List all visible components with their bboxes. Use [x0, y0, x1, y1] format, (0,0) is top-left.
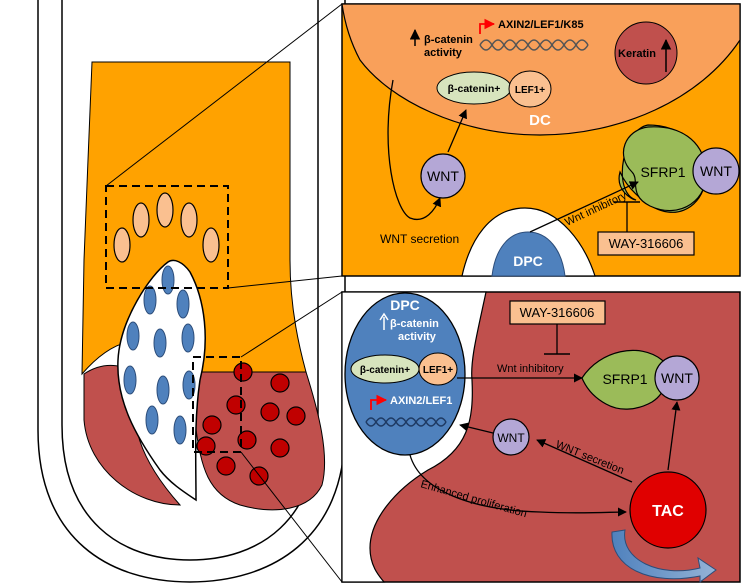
- connector-line: [105, 3, 343, 187]
- dc-cells: [113, 192, 220, 263]
- dna-helix-icon: [479, 39, 589, 51]
- gene-promoter-arrow-icon: [479, 18, 496, 34]
- proliferation-arrow: [409, 454, 627, 517]
- keratin-label: Keratin: [618, 48, 656, 60]
- wnt-bound-node: [654, 355, 700, 401]
- wnt-to-beta-catenin-arrow: [447, 109, 467, 153]
- outer-root-sheath-line: [37, 0, 346, 583]
- wnt-node: [420, 153, 466, 199]
- gene-promoter-arrow-icon: [370, 394, 388, 410]
- gene-label: AXIN2/LEF1: [390, 395, 452, 407]
- dc-label: DC: [529, 112, 551, 129]
- wnt-inhibitory-arrow: [529, 181, 639, 233]
- wnt-bound-label: WNT: [700, 163, 732, 179]
- tac-cell: [629, 471, 707, 549]
- keratin-circle: [614, 21, 678, 85]
- bottom-panel: DPC β-catenin activity β-catenin+ LEF1+ …: [341, 291, 741, 583]
- zoom-box-dc: [105, 185, 229, 289]
- wnt-to-dpc-arrow: [459, 422, 494, 434]
- wnt-small-label: WNT: [497, 431, 525, 445]
- hair-bulb-right: [194, 371, 326, 511]
- sfrp1-label: SFRP1: [602, 371, 647, 387]
- dpc-label: DPC: [390, 297, 420, 313]
- gene-label: AXIN2/LEF1/K85: [498, 19, 584, 31]
- lef1-label: LEF1+: [423, 365, 453, 376]
- connector-line: [240, 291, 343, 358]
- lef1-node: [418, 352, 458, 386]
- way-label: WAY-316606: [520, 305, 595, 320]
- lef1-node: [508, 70, 552, 108]
- wnt-bound-label: WNT: [661, 370, 693, 386]
- top-panel: DPC β-catenin activity AXIN2/LEF1/K85 Ke…: [341, 3, 741, 277]
- proliferation-cycle-icon: [611, 529, 717, 583]
- sfrp1-shape: [581, 349, 669, 410]
- lef1-label: LEF1+: [515, 85, 545, 96]
- wnt-small-node: [492, 418, 530, 456]
- connector-line: [227, 275, 343, 289]
- tac-cells: [196, 362, 306, 486]
- wnt-secretion-label: WNT secretion: [380, 232, 459, 246]
- beta-catenin-label: β-catenin+: [448, 83, 501, 95]
- wnt-label: WNT: [427, 168, 459, 184]
- beta-catenin-activity-label: β-catenin activity: [424, 34, 476, 59]
- zoom-box-dpc: [192, 356, 242, 453]
- tac-label: TAC: [652, 503, 684, 520]
- hair-follicle: [37, 0, 346, 583]
- wnt-secretion-arrow: [387, 79, 442, 221]
- tac-to-wnt-arrow: [667, 401, 681, 471]
- wnt-secretion-arrow: [536, 439, 633, 483]
- connector-line: [240, 451, 343, 583]
- beta-catenin-label: β-catenin+: [360, 365, 410, 376]
- wnt-inhibitory-label: Wnt inhibitory: [497, 363, 564, 375]
- way-box: [597, 231, 695, 256]
- beta-catenin-activity-label: β-catenin activity: [390, 318, 442, 343]
- dpc-cell: [491, 231, 566, 277]
- sfrp1-label: SFRP1: [640, 164, 685, 180]
- dpc-label: DPC: [513, 253, 543, 269]
- way-label: WAY-316606: [609, 236, 684, 251]
- wnt-bound-node: [692, 147, 740, 195]
